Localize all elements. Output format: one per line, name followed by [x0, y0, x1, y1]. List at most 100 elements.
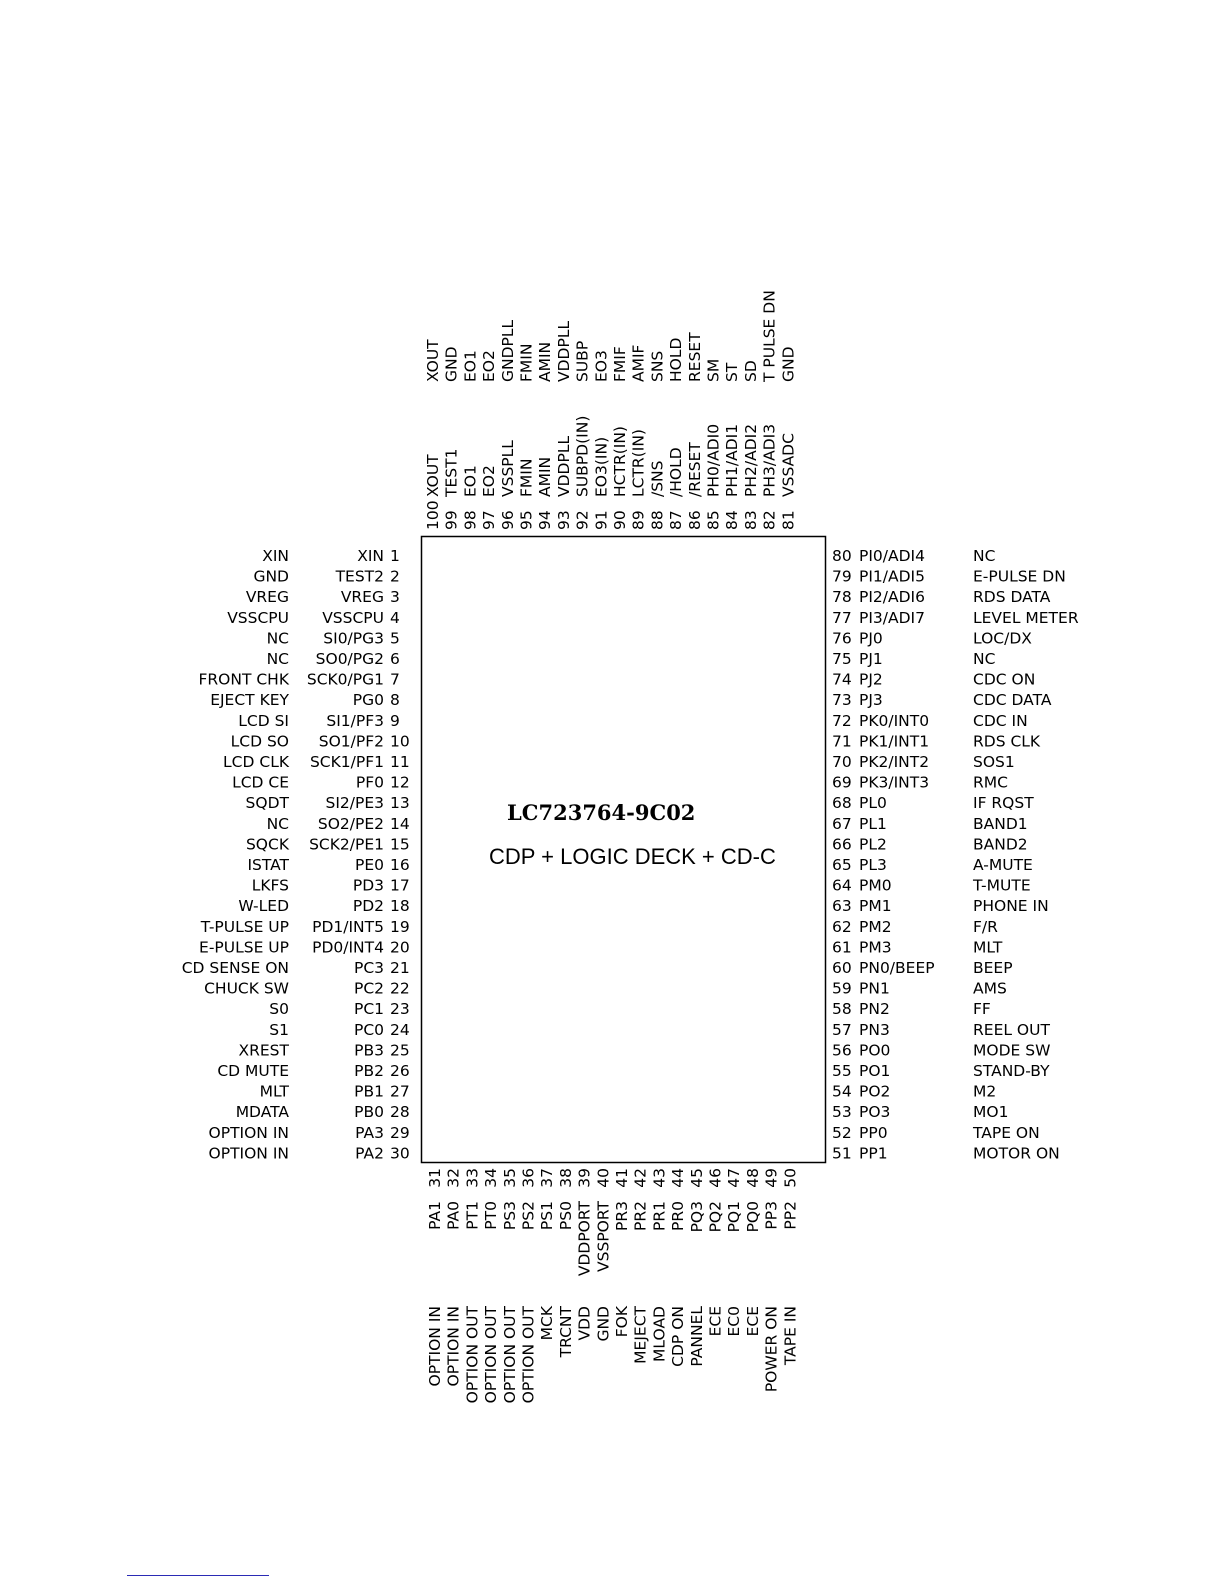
right-pin-name: PP1 [859, 1144, 888, 1162]
top-pin-name: FMIN [518, 459, 536, 497]
bottom-pin-name: PS2 [520, 1201, 538, 1230]
right-pin-number: 61 [832, 938, 852, 956]
bottom-pin-number: 41 [613, 1168, 631, 1188]
top-pin-name: /HOLD [667, 447, 685, 497]
bottom-pin-number: 49 [763, 1168, 781, 1188]
top-pin-number: 100 [424, 500, 442, 530]
left-pin-name: PD2 [353, 897, 384, 915]
right-signal-label: CDC IN [973, 712, 1028, 730]
left-pin-name: PG0 [353, 691, 384, 709]
left-pin-number: 8 [390, 691, 400, 709]
left-pin-name: PD1/INT5 [312, 918, 384, 936]
left-pin-name: PC3 [354, 959, 384, 977]
left-signal-label: LCD SI [238, 712, 289, 730]
bottom-signal-label: MLOAD [650, 1306, 668, 1362]
top-pin-name: VSSPLL [499, 440, 517, 497]
top-pin-number: 86 [686, 510, 704, 530]
left-pin-name: XIN [357, 547, 384, 565]
top-pin-number: 95 [518, 510, 536, 530]
left-pin-name: VREG [341, 588, 384, 606]
top-pin-name: PH1/ADI1 [723, 424, 741, 497]
top-pin-number: 96 [499, 510, 517, 530]
bottom-pin-number: 40 [594, 1168, 612, 1188]
left-pin-number: 10 [390, 732, 410, 750]
right-pin-name: PO0 [859, 1041, 890, 1059]
bottom-signal-label: EC0 [725, 1306, 743, 1336]
top-pin-number: 84 [723, 510, 741, 530]
bottom-signal-label: FOK [613, 1305, 631, 1337]
left-pin-number: 26 [390, 1062, 410, 1080]
top-pin-name: EO2 [480, 465, 498, 497]
top-signal-label: EO2 [480, 350, 498, 382]
bottom-signal-label: CDP ON [669, 1306, 687, 1367]
top-pin-name: PH3/ADI3 [761, 424, 779, 497]
left-pin-name: VSSCPU [322, 609, 384, 627]
top-pin-number: 98 [461, 510, 479, 530]
right-pin-name: PI0/ADI4 [859, 547, 925, 565]
top-signal-label: T PULSE DN [761, 290, 779, 383]
left-pin-number: 21 [390, 959, 410, 977]
left-pin-name: PB3 [354, 1041, 384, 1059]
bottom-pin-name: VSSPORT [594, 1200, 612, 1271]
right-pin-number: 71 [832, 732, 852, 750]
bottom-pin-name: VDDPORT [576, 1200, 594, 1276]
right-signal-label: NC [973, 650, 995, 668]
bottom-pin-number: 50 [781, 1168, 799, 1188]
top-pin-name: /SNS [648, 461, 666, 498]
left-pin-name: SI1/PF3 [326, 712, 384, 730]
left-pin-number: 1 [390, 547, 400, 565]
right-pin-name: PK2/INT2 [859, 753, 929, 771]
left-signal-label: NC [267, 629, 289, 647]
bottom-pin-number: 34 [482, 1168, 500, 1188]
left-pin-number: 13 [390, 794, 410, 812]
left-pin-name: PB0 [354, 1103, 384, 1121]
left-pin-number: 3 [390, 588, 400, 606]
bottom-signal-label: OPTION OUT [501, 1305, 519, 1403]
left-signal-label: SQDT [246, 794, 290, 812]
left-signal-label: ISTAT [247, 856, 289, 874]
bottom-pin-name: PR2 [632, 1201, 650, 1231]
right-signal-label: MOTOR ON [973, 1144, 1060, 1162]
top-signal-label: EO3 [592, 350, 610, 382]
bottom-pin-number: 39 [576, 1168, 594, 1188]
bottom-signal-label: TAPE IN [781, 1306, 799, 1366]
top-signal-label: SD [742, 360, 760, 382]
bottom-pin-name: PA1 [426, 1201, 444, 1230]
top-pin-name: EO1 [461, 465, 479, 497]
left-pin-number: 27 [390, 1083, 410, 1101]
left-pin-name: PB1 [354, 1083, 384, 1101]
right-pin-name: PK1/INT1 [859, 732, 929, 750]
top-signal-label: ST [723, 362, 741, 382]
left-pin-name: SCK0/PG1 [307, 671, 384, 689]
right-pin-number: 73 [832, 691, 852, 709]
top-signal-label: GND [443, 346, 461, 382]
right-pin-number: 76 [832, 629, 852, 647]
right-pin-number: 63 [832, 897, 852, 915]
right-pin-name: PN0/BEEP [859, 959, 935, 977]
right-pin-name: PI3/ADI7 [859, 609, 925, 627]
right-signal-label: TAPE ON [972, 1124, 1040, 1142]
bottom-pin-number: 47 [725, 1168, 743, 1188]
right-pin-number: 74 [832, 671, 852, 689]
left-signal-label: CD SENSE ON [182, 959, 289, 977]
top-pin-number: 93 [555, 510, 573, 530]
left-pin-name: SO1/PF2 [319, 732, 384, 750]
right-pin-name: PK3/INT3 [859, 774, 929, 792]
left-signal-label: XREST [239, 1041, 290, 1059]
top-pin-name: PH0/ADI0 [705, 424, 723, 497]
left-pin-number: 5 [390, 629, 400, 647]
bottom-signal-label: OPTION IN [445, 1306, 463, 1386]
right-signal-label: A-MUTE [973, 856, 1033, 874]
left-signal-label: W-LED [238, 897, 289, 915]
right-pin-name: PL0 [859, 794, 887, 812]
right-pin-number: 66 [832, 835, 852, 853]
right-signal-label: NC [973, 547, 995, 565]
right-pin-number: 55 [832, 1062, 852, 1080]
left-pin-number: 23 [390, 1000, 410, 1018]
left-pin-name: PC0 [354, 1021, 384, 1039]
left-signal-label: CD MUTE [217, 1062, 289, 1080]
right-signal-label: MLT [973, 938, 1003, 956]
left-pin-number: 6 [390, 650, 400, 668]
bottom-pin-name: PQ0 [744, 1201, 762, 1232]
